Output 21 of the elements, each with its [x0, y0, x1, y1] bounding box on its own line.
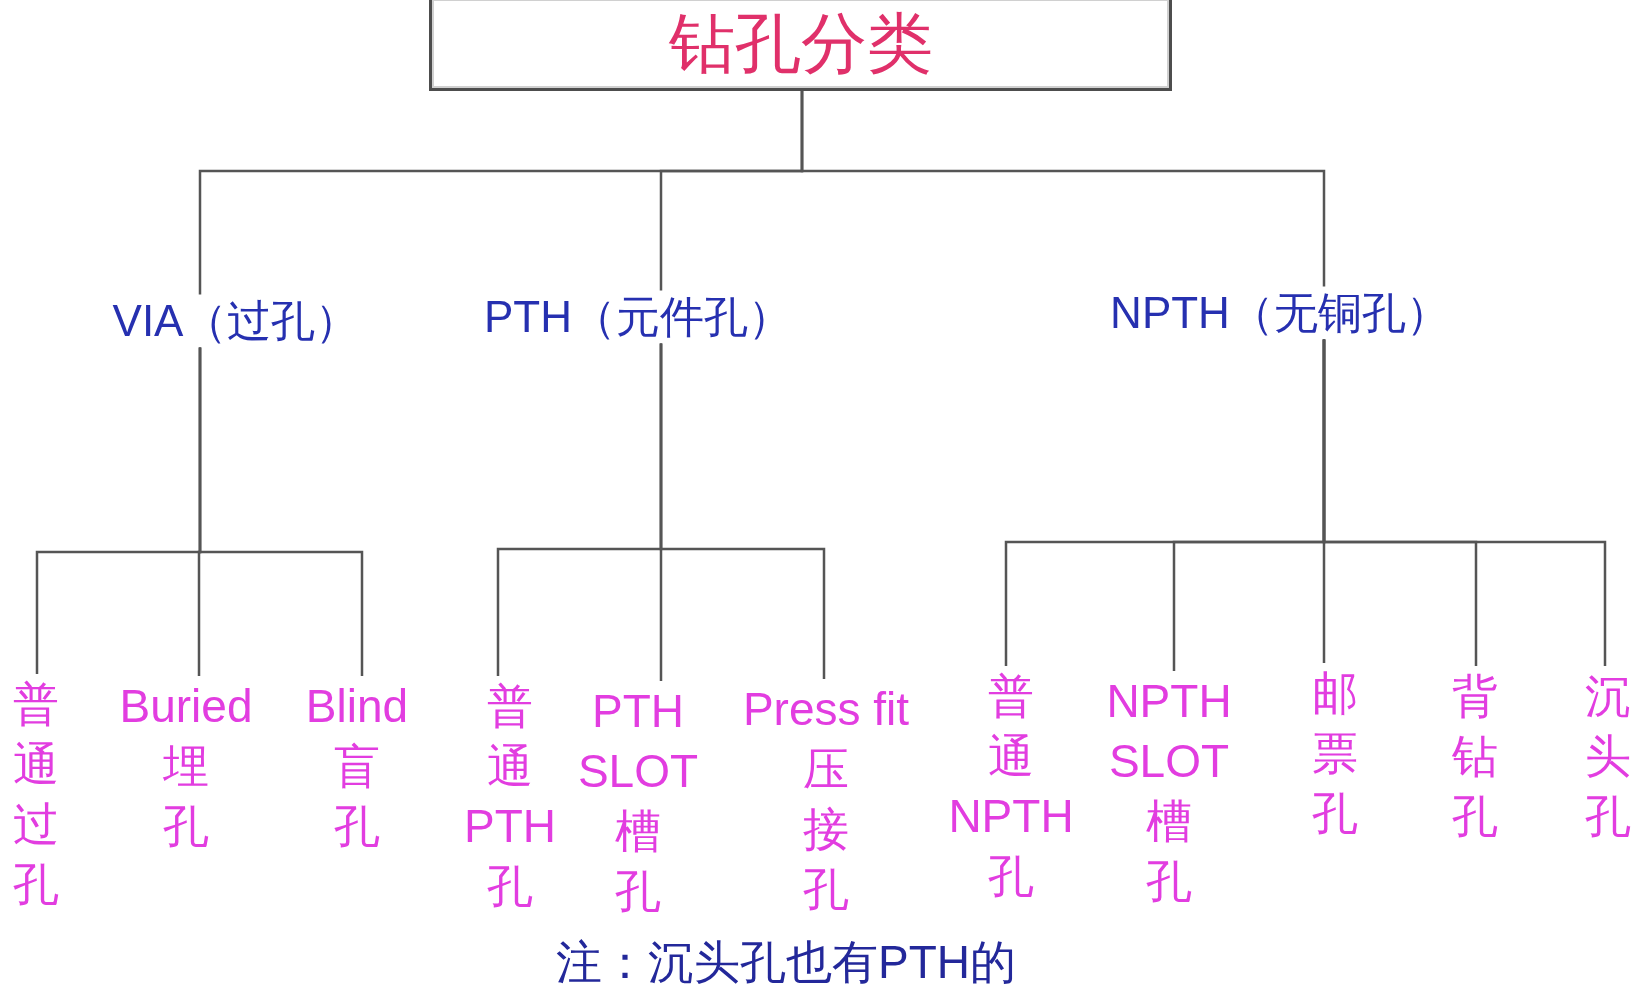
note-text: 注：沉头孔也有PTH的 — [556, 935, 1016, 991]
hole-type-label: 邮票孔 — [1312, 663, 1358, 843]
category-label: PTH（元件孔） — [484, 290, 792, 344]
connector-line — [1322, 339, 1607, 666]
hole-type-label: 普通过孔 — [13, 674, 59, 914]
hole-type-label: Blind盲孔 — [305, 676, 409, 856]
category-label: NPTH（无铜孔） — [1110, 286, 1450, 340]
hole-type-label: NPTH SLOT槽孔 — [1103, 671, 1235, 911]
connector-line — [198, 347, 364, 676]
root-box — [429, 0, 1172, 91]
connector-line — [659, 343, 826, 679]
hole-type-label: 普通PTH孔 — [464, 676, 556, 916]
hole-type-label: 普通NPTH孔 — [948, 666, 1074, 906]
hole-type-label: Press fit压接孔 — [742, 679, 910, 919]
connector-line — [800, 91, 1326, 287]
hole-type-label: Buried埋孔 — [119, 676, 253, 856]
category-label: VIA（过孔） — [112, 294, 360, 348]
hole-type-label: PTH SLOT槽孔 — [575, 681, 701, 921]
heading-text: 钻孔分类 — [668, 5, 933, 82]
hole-type-label: 沉头孔 — [1585, 666, 1631, 846]
hole-type-label: 背钻孔 — [1452, 666, 1498, 846]
